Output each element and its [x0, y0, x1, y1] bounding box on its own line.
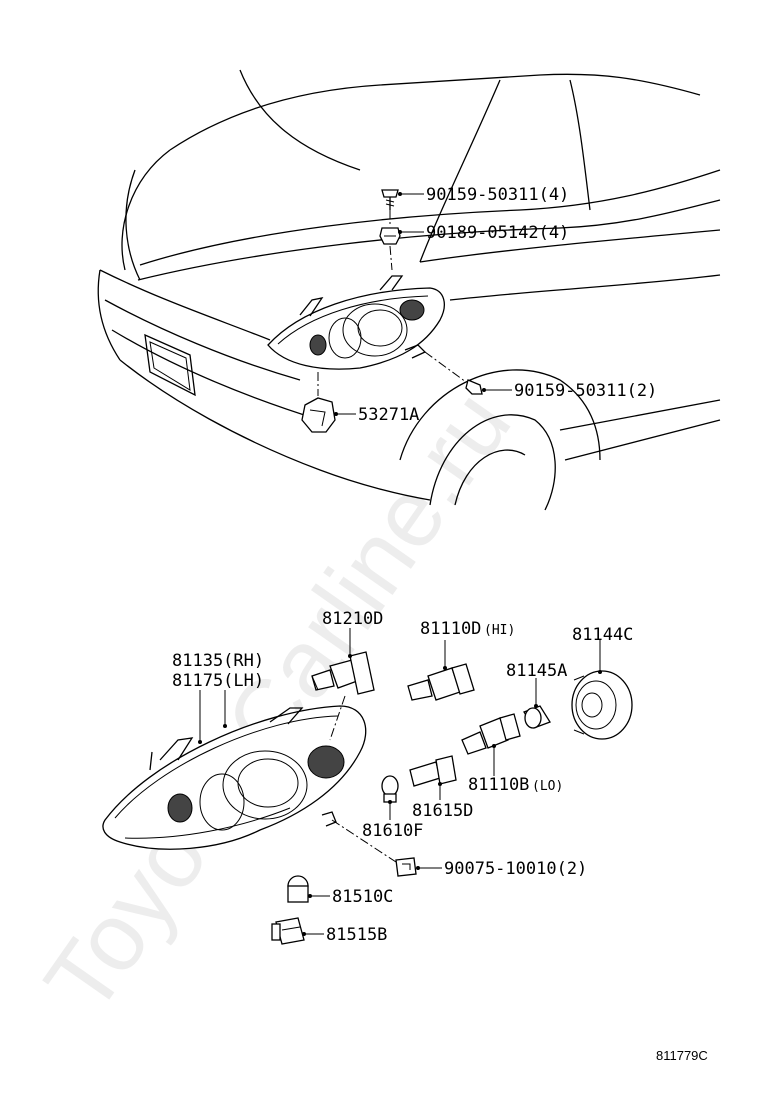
socket-81515b-icon — [271, 917, 305, 945]
bulb-81210d-icon — [311, 651, 375, 695]
clip-upper-icon — [379, 227, 401, 245]
bulb-lo-icon — [461, 713, 521, 755]
bracket-icon — [301, 397, 336, 433]
label-bolt-upper: 90159-50311(4) — [426, 185, 569, 205]
bulb-81610f-icon — [381, 775, 399, 803]
label-bulb-hi-suffix: (HI) — [484, 623, 515, 638]
label-nut: 90075-10010(2) — [444, 859, 587, 879]
label-bulb-lo: 81110B — [468, 775, 529, 795]
label-clip-upper: 90189-05142(4) — [426, 223, 569, 243]
cap-81144c-icon — [571, 670, 633, 740]
label-81210d: 81210D — [322, 609, 383, 629]
label-81144c: 81144C — [572, 625, 633, 645]
nut-icon — [395, 857, 417, 877]
label-headlamp-lh: 81175(LH) — [172, 671, 264, 691]
socket-81145a-icon — [523, 705, 551, 729]
label-81615d: 81615D — [412, 801, 473, 821]
bulb-hi-icon — [407, 663, 475, 701]
vehicle-front-outline — [97, 69, 721, 511]
label-81145a: 81145A — [506, 661, 567, 681]
bulb-81510c-icon — [287, 875, 309, 903]
headlamp-installed — [267, 275, 445, 370]
label-bulb-lo-suffix: (LO) — [532, 779, 563, 794]
label-headlamp-rh: 81135(RH) — [172, 651, 264, 671]
bolt-lower-icon — [465, 379, 483, 395]
label-81515b: 81515B — [326, 925, 387, 945]
label-81510c: 81510C — [332, 887, 393, 907]
label-bolt-lower: 90159-50311(2) — [514, 381, 657, 401]
headlamp-assembly-exploded — [102, 705, 367, 850]
socket-81615d-icon — [409, 755, 457, 787]
figure-ref: 811779C — [656, 1048, 708, 1063]
label-bracket: 53271A — [358, 405, 419, 425]
label-bulb-hi: 81110D — [420, 619, 481, 639]
bolt-upper-icon — [381, 189, 399, 210]
label-81610f: 81610F — [362, 821, 423, 841]
